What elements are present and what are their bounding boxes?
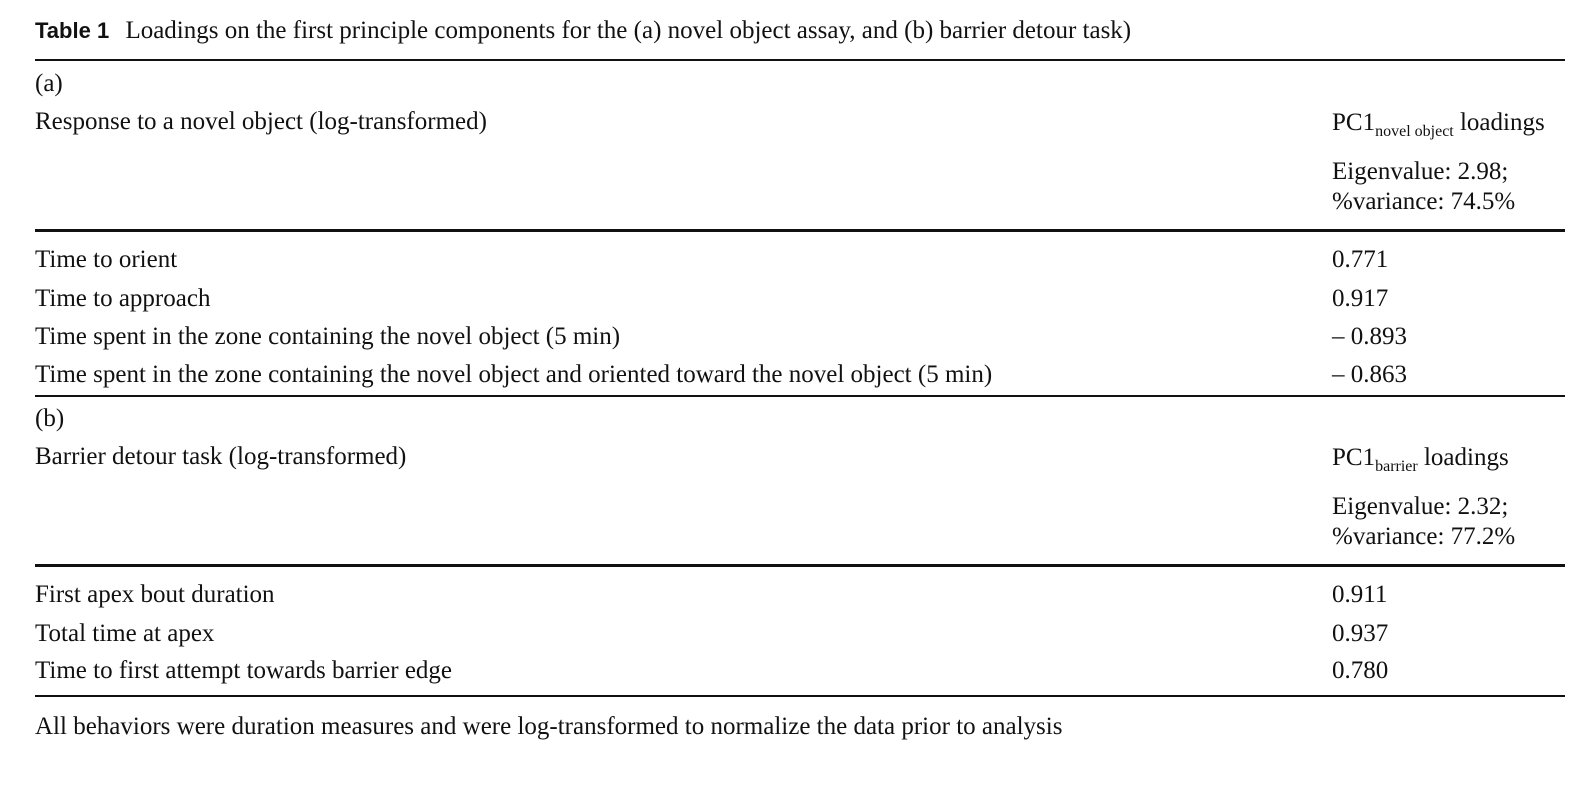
table-row-value: 0.917	[1332, 285, 1389, 312]
section-divider-rule	[35, 395, 1565, 397]
section-b-pc-sub: barrier	[1375, 458, 1418, 475]
table-row-value: 0.780	[1332, 657, 1389, 684]
table-row-value: – 0.893	[1332, 323, 1407, 350]
table-row-value: – 0.863	[1332, 361, 1407, 388]
table-row-label: Time spent in the zone containing the no…	[35, 323, 621, 350]
section-b-column-header: PC1barrier loadings	[1332, 443, 1509, 475]
section-a-pc-suffix: loadings	[1459, 109, 1545, 136]
table-row-label: Time to first attempt towards barrier ed…	[35, 657, 453, 684]
section-b-heading: Barrier detour task (log-transformed)	[35, 443, 407, 470]
table-caption-text: Loadings on the first principle componen…	[125, 17, 1132, 44]
section-b-header-rule	[35, 564, 1565, 567]
section-a-pc-sub: novel object	[1375, 123, 1454, 140]
section-a-heading: Response to a novel object (log-transfor…	[35, 108, 487, 135]
section-b-variance: %variance: 77.2%	[1332, 523, 1516, 550]
section-a-eigenvalue: Eigenvalue: 2.98;	[1332, 158, 1509, 185]
section-b-marker: (b)	[35, 405, 65, 432]
section-b-pc-main: PC1	[1332, 444, 1376, 471]
section-a-marker: (a)	[35, 70, 63, 97]
table-row-label: Time to orient	[35, 246, 178, 273]
table-footnote: All behaviors were duration measures and…	[35, 713, 1063, 740]
section-b-eigenvalue: Eigenvalue: 2.32;	[1332, 493, 1509, 520]
table-row-value: 0.771	[1332, 246, 1389, 273]
table-row-value: 0.911	[1332, 581, 1388, 608]
table-caption-label: Table 1	[35, 18, 110, 43]
table-row-label: Time spent in the zone containing the no…	[35, 361, 993, 388]
section-a-pc-main: PC1	[1332, 109, 1376, 136]
table-caption: Table 1 Loadings on the first principle …	[35, 17, 1131, 45]
section-a-column-header: PC1novel object loadings	[1332, 108, 1545, 140]
section-a-variance: %variance: 74.5%	[1332, 188, 1516, 215]
section-a-header-rule	[35, 229, 1565, 232]
section-b-pc-suffix: loadings	[1423, 444, 1509, 471]
table-row-label: First apex bout duration	[35, 581, 275, 608]
top-rule	[35, 59, 1565, 61]
bottom-rule	[35, 695, 1565, 697]
table-row-label: Total time at apex	[35, 620, 215, 647]
table-row-label: Time to approach	[35, 285, 211, 312]
table-row-value: 0.937	[1332, 620, 1389, 647]
